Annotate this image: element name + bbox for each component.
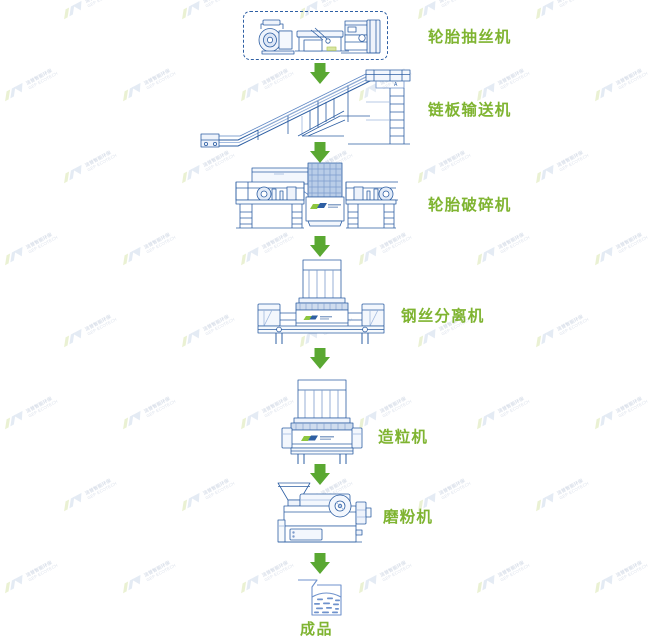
flow-arrow-1 [307, 61, 333, 87]
steel-wire-separator-icon [252, 258, 390, 344]
step-7-label: 成品 [300, 620, 334, 638]
step-4-label: 钢丝分离机 [401, 307, 485, 325]
flow-arrow-5 [307, 462, 333, 488]
flow-arrow-2 [307, 140, 333, 166]
svg-text:A: A [394, 82, 398, 88]
tire-debeader-machine-icon [249, 16, 383, 56]
flow-arrow-6 [307, 551, 333, 577]
granulator-icon [280, 378, 364, 464]
flow-arrow-4 [307, 346, 333, 372]
step-5-label: 造粒机 [378, 428, 429, 446]
finished-product-bin-icon [295, 577, 347, 619]
step-1-label: 轮胎抽丝机 [428, 28, 512, 46]
step-2-label: 链板输送机 [428, 101, 512, 119]
tire-shredder-icon [234, 160, 398, 232]
chain-plate-conveyor-icon: A [198, 68, 420, 148]
flow-arrow-3 [307, 234, 333, 260]
step-6-label: 磨粉机 [383, 508, 434, 526]
grinding-mill-icon [270, 480, 380, 546]
step-3-label: 轮胎破碎机 [428, 196, 512, 214]
step-1-dashed-frame [243, 11, 388, 60]
